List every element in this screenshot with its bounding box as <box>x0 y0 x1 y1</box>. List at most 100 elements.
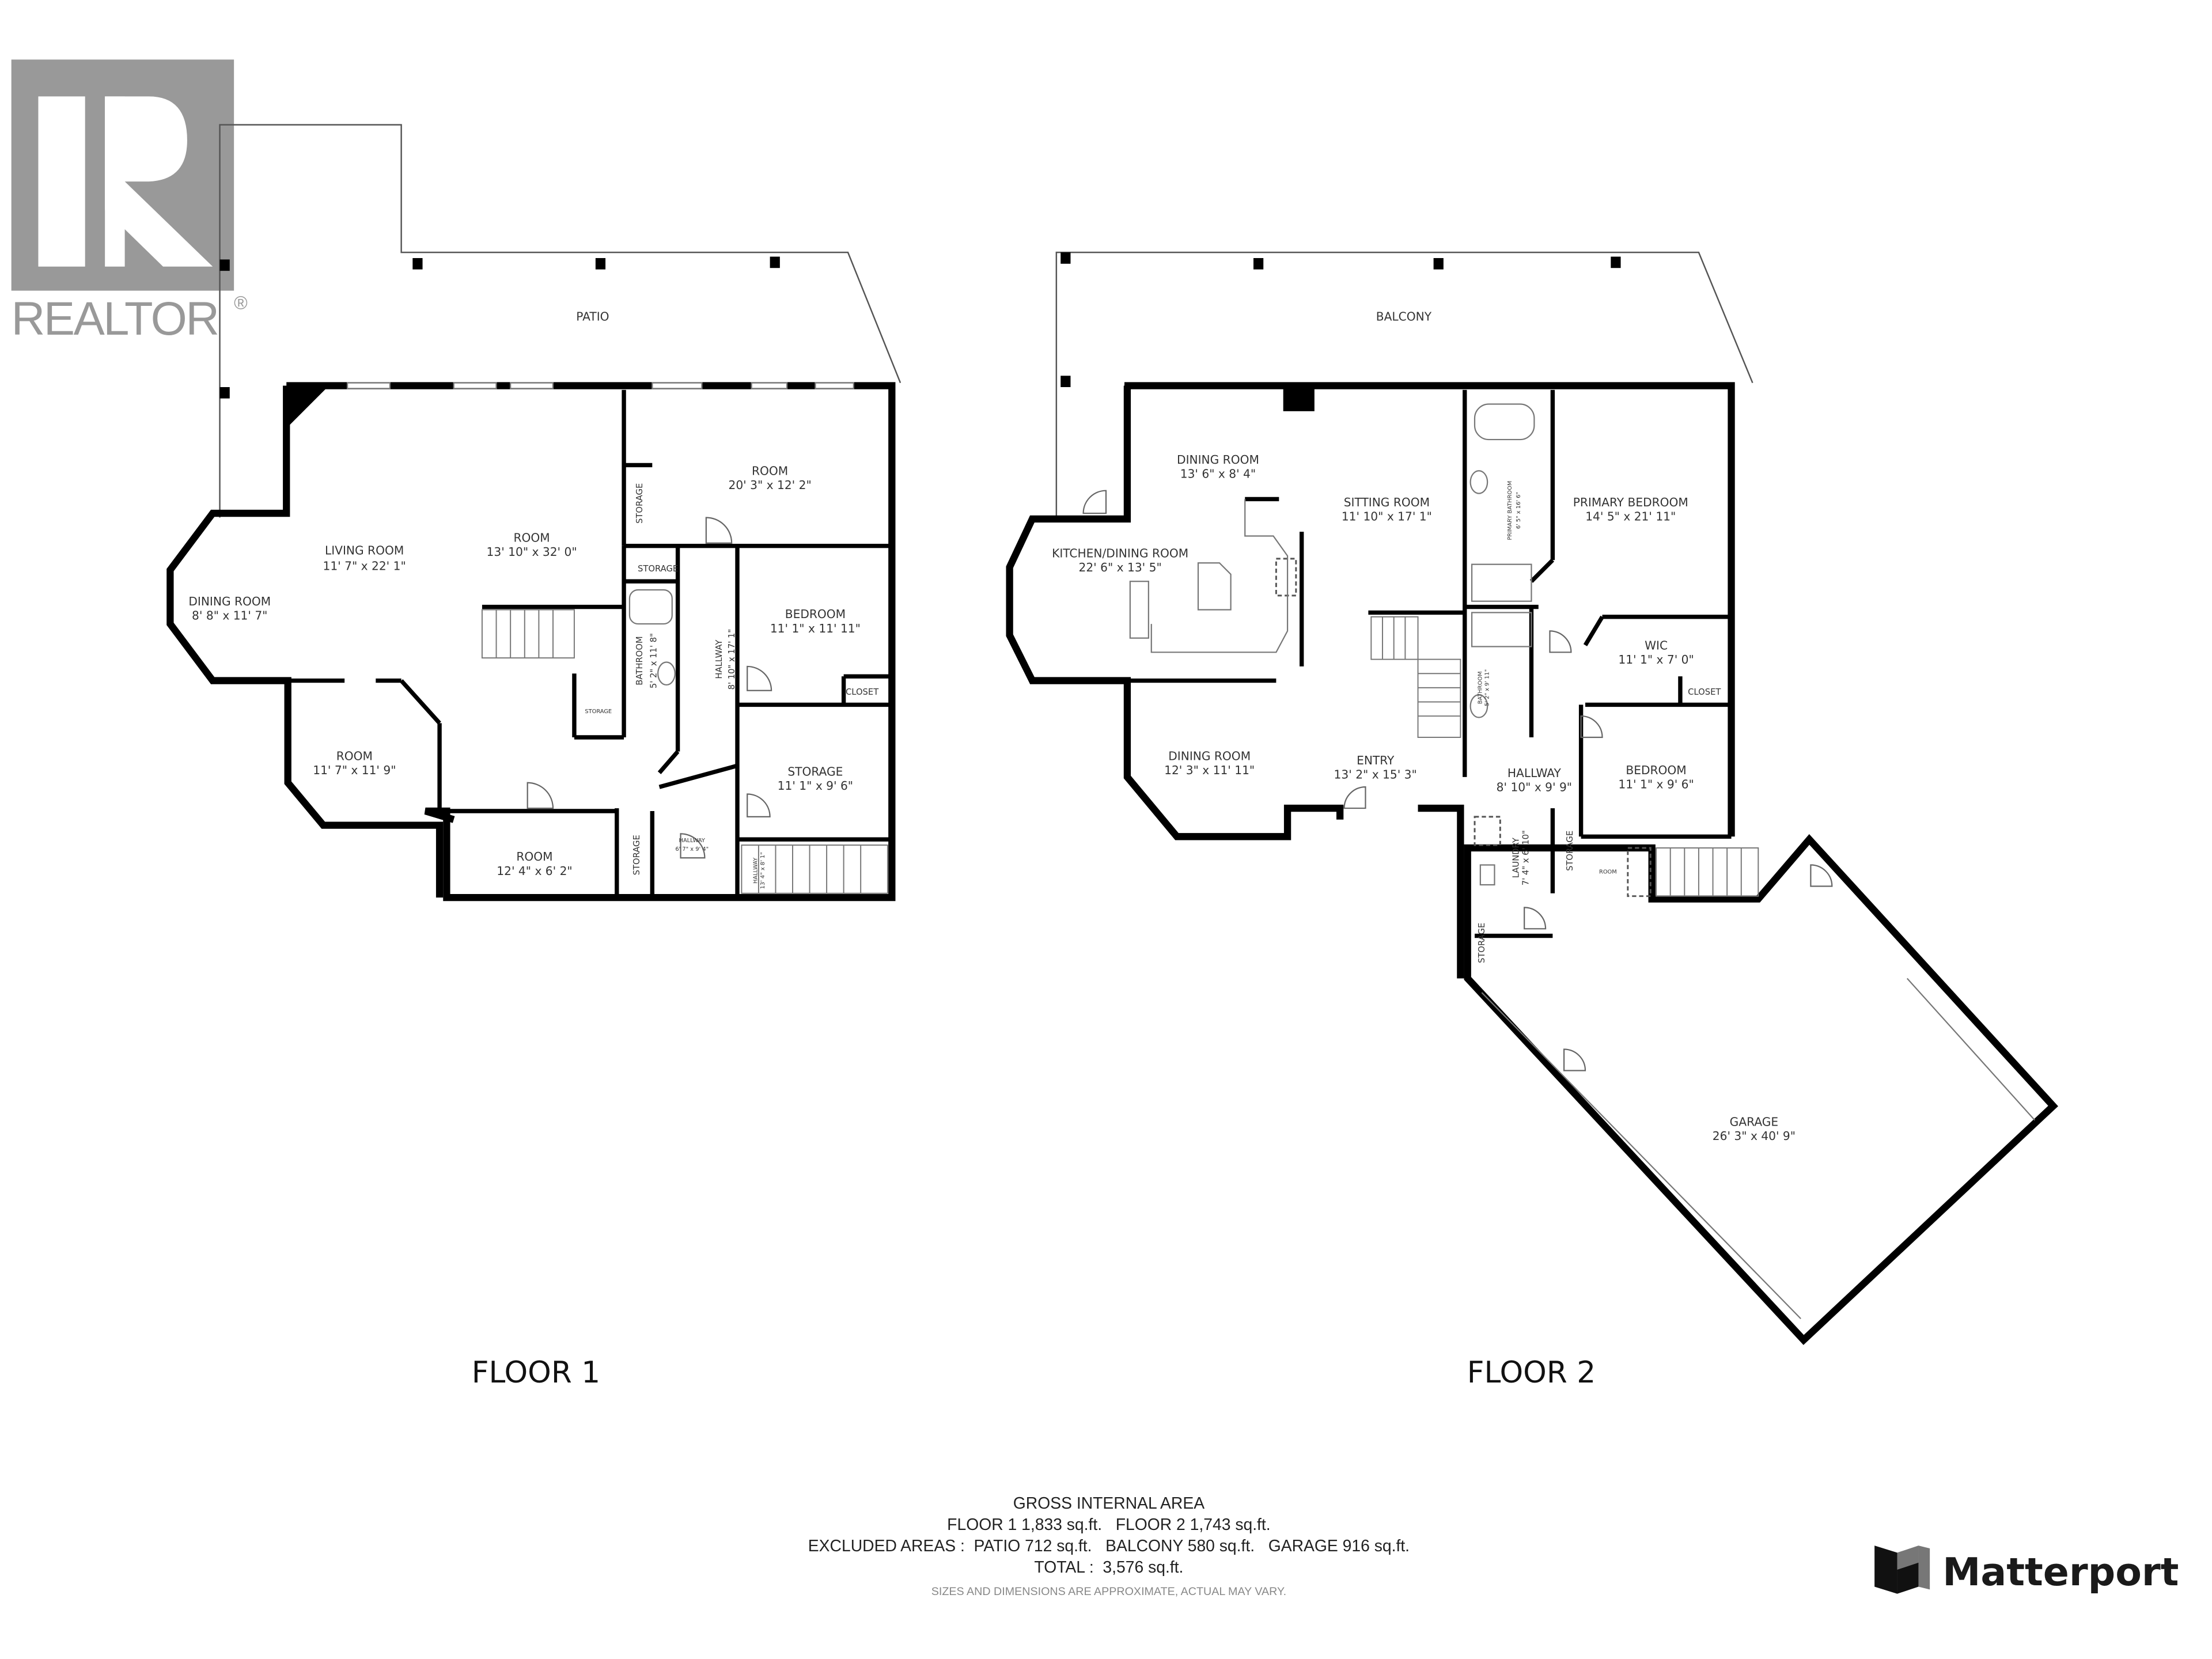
room-label-hallway: HALLWAY <box>714 639 724 679</box>
room-label-bedroom: BEDROOM <box>785 607 846 621</box>
room-label-bedroom-f2: BEDROOM <box>1626 763 1686 777</box>
fireplace-icon <box>1283 385 1315 411</box>
realtor-r-logo-icon <box>11 59 234 291</box>
room-label-storage-5: STORAGE <box>632 835 642 875</box>
room-label-room-s: ROOM <box>516 850 552 863</box>
registered-mark: ® <box>234 293 248 313</box>
room-label-dining-room-s: DINING ROOM <box>1168 749 1251 763</box>
room-dims-bathroom: 5' 2" x 11' 8" <box>649 633 659 688</box>
floor-1-doors <box>527 517 772 859</box>
area-summary: GROSS INTERNAL AREA FLOOR 1 1,833 sq.ft.… <box>808 1494 1410 1598</box>
room-label-room-sw: ROOM <box>336 749 373 763</box>
room-label-hallway-3: HALLWAY <box>752 857 759 884</box>
floor-2-bathroom-fixtures <box>1469 403 1535 718</box>
room-label-bathroom-2: BATHROOM <box>1477 671 1483 704</box>
room-label-storage-2: STORAGE <box>638 564 678 574</box>
room-label-bathroom: BATHROOM <box>635 636 645 685</box>
room-label-patio: PATIO <box>576 309 609 323</box>
floor-2-plan: BALCONY <box>1006 251 2058 1390</box>
matterport-logo: Matterport <box>1874 1546 2179 1594</box>
room-dims-hallway: 8' 10" x 17' 1" <box>727 629 737 690</box>
matterport-wordmark: Matterport <box>1942 1550 2179 1594</box>
room-dims-living-room: 11' 7" x 22' 1" <box>323 559 406 573</box>
floor-2-entry-wall <box>1418 804 1464 979</box>
room-label-sitting-room: SITTING ROOM <box>1344 495 1430 509</box>
floor-2-staircase <box>1370 616 1759 897</box>
balcony-outline <box>1055 251 1753 518</box>
room-dims-bathroom-2: 5' 2" x 9' 11" <box>1484 669 1491 706</box>
summary-excluded-line: EXCLUDED AREAS : PATIO 712 sq.ft. BALCON… <box>808 1536 1410 1555</box>
summary-total-line: TOTAL : 3,576 sq.ft. <box>1034 1558 1183 1576</box>
summary-disclaimer: SIZES AND DIMENSIONS ARE APPROXIMATE, AC… <box>931 1585 1286 1598</box>
floor-1-exterior-wall <box>286 382 896 902</box>
room-dims-entry: 13' 2" x 15' 3" <box>1334 767 1417 781</box>
room-label-dining-room-n: DINING ROOM <box>1177 453 1259 467</box>
floor-1-title: FLOOR 1 <box>472 1355 600 1390</box>
room-label-storage-3: STORAGE <box>585 709 612 715</box>
summary-heading: GROSS INTERNAL AREA <box>1013 1494 1205 1512</box>
room-label-wic: WIC <box>1645 638 1668 652</box>
floor-2-doors <box>1082 490 1833 1071</box>
room-label-entry: ENTRY <box>1357 753 1395 767</box>
room-dims-garage: 26' 3" x 40' 9" <box>1713 1129 1796 1143</box>
room-label-closet-2: CLOSET <box>1688 687 1721 697</box>
room-dims-dining-room: 8' 8" x 11' 7" <box>192 609 267 623</box>
patio-posts <box>219 256 780 399</box>
floor-2-north-wall <box>1124 382 1735 837</box>
room-label-room-ne: ROOM <box>752 464 788 478</box>
kitchen-fixtures <box>1129 499 1297 653</box>
room-dims-hallway-f2: 8' 10" x 9' 9" <box>1497 781 1572 794</box>
room-label-primary-bathroom: PRIMARY BATHROOM <box>1507 481 1513 540</box>
fireplace-icon <box>283 385 329 426</box>
room-dims-dining-room-s: 12' 3" x 11' 11" <box>1164 763 1255 777</box>
room-label-storage-1: STORAGE <box>635 483 645 524</box>
room-label-primary-bedroom: PRIMARY BEDROOM <box>1573 495 1688 509</box>
floor-1-staircase <box>481 609 888 894</box>
room-label-kitchen-dining: KITCHEN/DINING ROOM <box>1052 546 1188 560</box>
room-dims-primary-bedroom: 14' 5" x 21' 11" <box>1585 509 1676 523</box>
room-label-storage-f2b: STORAGE <box>1477 923 1487 963</box>
floor-1-plan: PATIO <box>166 124 902 1390</box>
laundry-washer <box>1474 816 1501 846</box>
room-dims-hallway-2: 6' 7" x 9' 4" <box>675 846 709 853</box>
patio-outline <box>219 124 902 518</box>
room-dims-dining-room-n: 13' 6" x 8' 4" <box>1180 467 1256 481</box>
room-label-storage-4: STORAGE <box>787 764 843 778</box>
room-dims-room-s: 12' 4" x 6' 2" <box>497 864 572 878</box>
balcony-posts <box>1060 252 1621 387</box>
floor-1-bathroom-fixtures <box>628 589 676 686</box>
room-label-laundry: LAUNDRY <box>1511 837 1521 878</box>
room-label-hallway-2: HALLWAY <box>679 838 706 844</box>
room-label-hallway-f2: HALLWAY <box>1508 766 1562 780</box>
room-label-garage: GARAGE <box>1730 1115 1778 1128</box>
room-dims-laundry: 7' 4" x 6' 10" <box>1521 830 1531 885</box>
realtor-logo: REALTOR ® <box>12 59 248 345</box>
room-dims-room-ne: 20' 3" x 12' 2" <box>728 478 811 492</box>
room-label-storage-f2a: STORAGE <box>1565 831 1575 871</box>
room-dims-wic: 11' 1" x 7' 0" <box>1618 653 1694 666</box>
small-room-fixture <box>1627 847 1652 897</box>
room-dims-kitchen-dining: 22' 6" x 13' 5" <box>1078 560 1161 574</box>
laundry-sink <box>1479 864 1495 886</box>
room-label-living-room: LIVING ROOM <box>325 543 404 557</box>
room-dims-sitting-room: 11' 10" x 17' 1" <box>1342 509 1432 523</box>
room-dims-primary-bathroom: 6' 5" x 16' 6" <box>1516 492 1522 529</box>
floor-1-west-wall <box>166 385 444 898</box>
room-label-room-center: ROOM <box>513 531 550 544</box>
room-dims-room-center: 13' 10" x 32' 0" <box>487 545 577 559</box>
matterport-m-logo-icon <box>1874 1546 1930 1594</box>
room-label-dining-room: DINING ROOM <box>188 594 271 608</box>
room-dims-bedroom: 11' 1" x 11' 11" <box>770 622 861 635</box>
room-dims-hallway-3: 13' 4" x 8' 1" <box>760 852 766 889</box>
floor-1-windows <box>346 382 854 389</box>
room-dims-room-sw: 11' 7" x 11' 9" <box>313 763 396 777</box>
room-label-balcony: BALCONY <box>1376 309 1432 323</box>
summary-floors-line: FLOOR 1 1,833 sq.ft. FLOOR 2 1,743 sq.ft… <box>947 1515 1270 1533</box>
garage-walls <box>1464 834 2058 1345</box>
room-label-small-room: ROOM <box>1599 869 1617 875</box>
room-label-closet: CLOSET <box>846 687 879 697</box>
room-dims-storage-4: 11' 1" x 9' 6" <box>778 779 853 793</box>
room-dims-bedroom-f2: 11' 1" x 9' 6" <box>1618 778 1694 791</box>
floor-2-title: FLOOR 2 <box>1467 1355 1596 1390</box>
